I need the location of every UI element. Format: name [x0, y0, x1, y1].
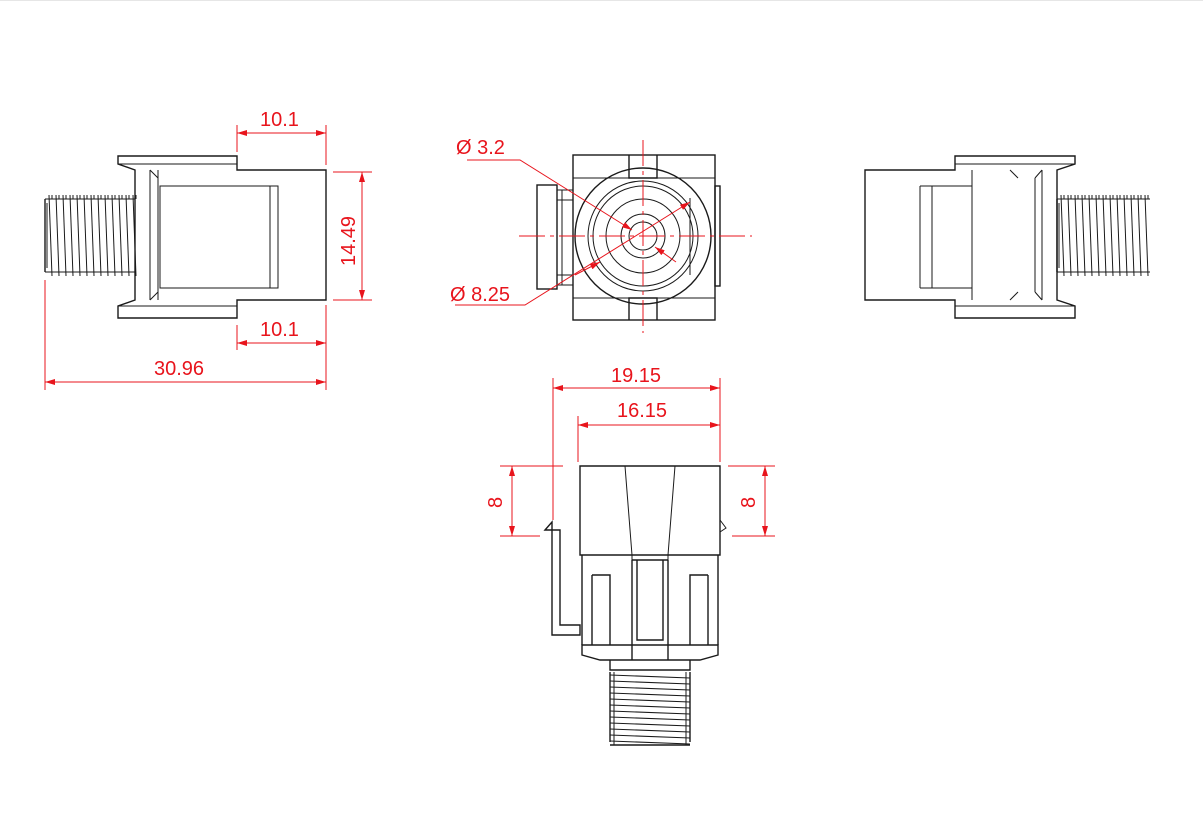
- thread-line: [97, 194, 102, 277]
- thread-line: [1130, 194, 1135, 277]
- thread-line: [1123, 194, 1128, 277]
- outer-diameter-label: Ø 8.25: [450, 284, 510, 306]
- thread-line: [1137, 194, 1142, 277]
- thread-line: [83, 194, 88, 277]
- thread-line: [1067, 194, 1072, 277]
- thread-line: [609, 716, 691, 721]
- thread-line: [1144, 194, 1149, 277]
- thread-line: [1074, 194, 1079, 277]
- thread-line: [69, 194, 74, 277]
- thread-line: [1081, 194, 1086, 277]
- left-dimensions: 10.1 14.49 10.1 30.96: [44, 109, 372, 390]
- thread-line: [1060, 194, 1065, 277]
- dim-top-width: 10.1: [260, 109, 299, 131]
- thread-bottom: [609, 672, 691, 746]
- thread-line: [609, 728, 691, 733]
- thread-line: [48, 194, 53, 277]
- thread-line: [609, 692, 691, 697]
- right-side-view: [864, 155, 1150, 319]
- thread-line: [609, 704, 691, 709]
- thread-line: [76, 194, 81, 277]
- dim-height: 14.49: [338, 216, 360, 266]
- bottom-view: [543, 465, 727, 746]
- inner-diameter-label: Ø 3.2: [456, 137, 505, 159]
- thread-right: [1056, 194, 1150, 277]
- page-border: [0, 0, 1203, 1]
- dim-body-width: 16.15: [617, 400, 667, 422]
- thread-left: [44, 194, 137, 277]
- thread-line: [1102, 194, 1107, 277]
- thread-line: [1116, 194, 1121, 277]
- thread-line: [1088, 194, 1093, 277]
- thread-line: [111, 194, 116, 277]
- dim-left-height: 8: [485, 497, 507, 508]
- thread-line: [609, 740, 691, 745]
- thread-line: [55, 194, 60, 277]
- thread-line: [125, 194, 130, 277]
- dim-right-height: 8: [738, 497, 760, 508]
- thread-line: [118, 194, 123, 277]
- dim-bottom-width: 10.1: [260, 319, 299, 341]
- thread-line: [62, 194, 67, 277]
- thread-line: [609, 710, 691, 715]
- thread-line: [1109, 194, 1114, 277]
- thread-line: [609, 686, 691, 691]
- thread-line: [609, 734, 691, 739]
- thread-line: [104, 194, 109, 277]
- thread-line: [609, 680, 691, 685]
- front-view: Ø 3.2 Ø 8.25: [450, 137, 752, 333]
- thread-line: [609, 698, 691, 703]
- thread-line: [609, 674, 691, 679]
- thread-line: [90, 194, 95, 277]
- left-side-view: [44, 155, 327, 319]
- thread-line: [1095, 194, 1100, 277]
- dim-overall-width: 19.15: [611, 365, 661, 387]
- dim-overall-length: 30.96: [154, 358, 204, 380]
- bottom-dimensions: 19.15 16.15 8 8: [485, 365, 775, 537]
- thread-line: [609, 722, 691, 727]
